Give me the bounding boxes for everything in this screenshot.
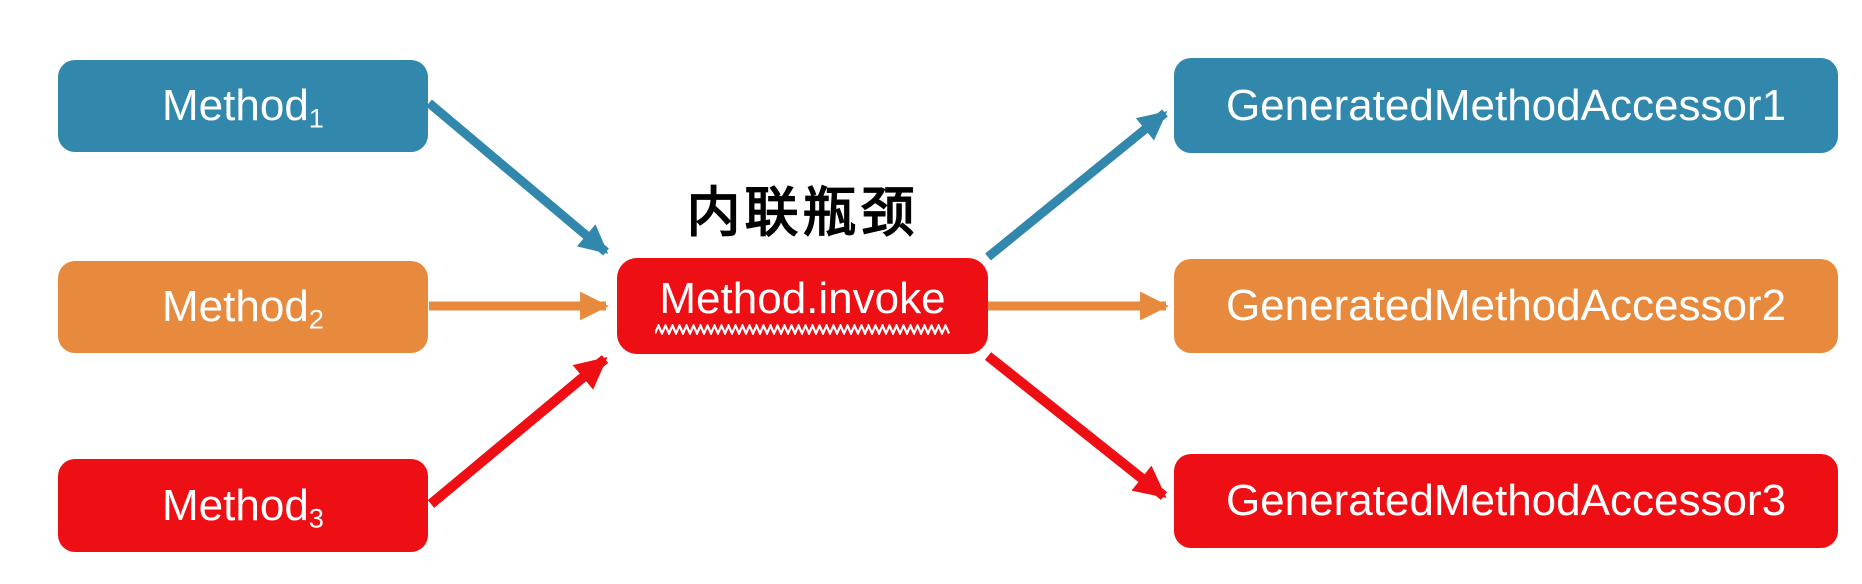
arrow-method3-to-invoke xyxy=(427,355,609,508)
method3-label: Method3 xyxy=(162,480,324,534)
method2-label: Method2 xyxy=(162,282,324,335)
generated-method-accessor1-label: GeneratedMethodAccessor1 xyxy=(1225,80,1787,130)
generated-method-accessor3-label: GeneratedMethodAccessor3 xyxy=(1225,476,1787,525)
generated-method-accessor1-box: GeneratedMethodAccessor1 xyxy=(1174,58,1838,153)
method3-box: Method3 xyxy=(58,459,428,552)
generated-method-accessor3-box: GeneratedMethodAccessor3 xyxy=(1174,454,1838,548)
generated-method-accessor2-box: GeneratedMethodAccessor2 xyxy=(1174,259,1838,353)
spellcheck-zigzag-underline xyxy=(654,324,950,335)
method2-subscript: 2 xyxy=(308,303,324,335)
method-invoke-box: Method.invoke xyxy=(617,258,988,354)
method-invoke-label: Method.invoke xyxy=(659,274,946,323)
arrow-invoke-to-accessor3 xyxy=(984,352,1168,500)
method1-label: Method1 xyxy=(162,81,324,134)
method2-box: Method2 xyxy=(58,261,428,353)
inline-bottleneck-title: 内联瓶颈 xyxy=(686,181,919,244)
generated-method-accessor2-label: GeneratedMethodAccessor2 xyxy=(1225,281,1787,330)
arrow-method1-to-invoke xyxy=(426,99,609,256)
method3-subscript: 3 xyxy=(308,502,324,534)
method1-subscript: 1 xyxy=(308,102,324,134)
method1-box: Method1 xyxy=(58,60,428,152)
